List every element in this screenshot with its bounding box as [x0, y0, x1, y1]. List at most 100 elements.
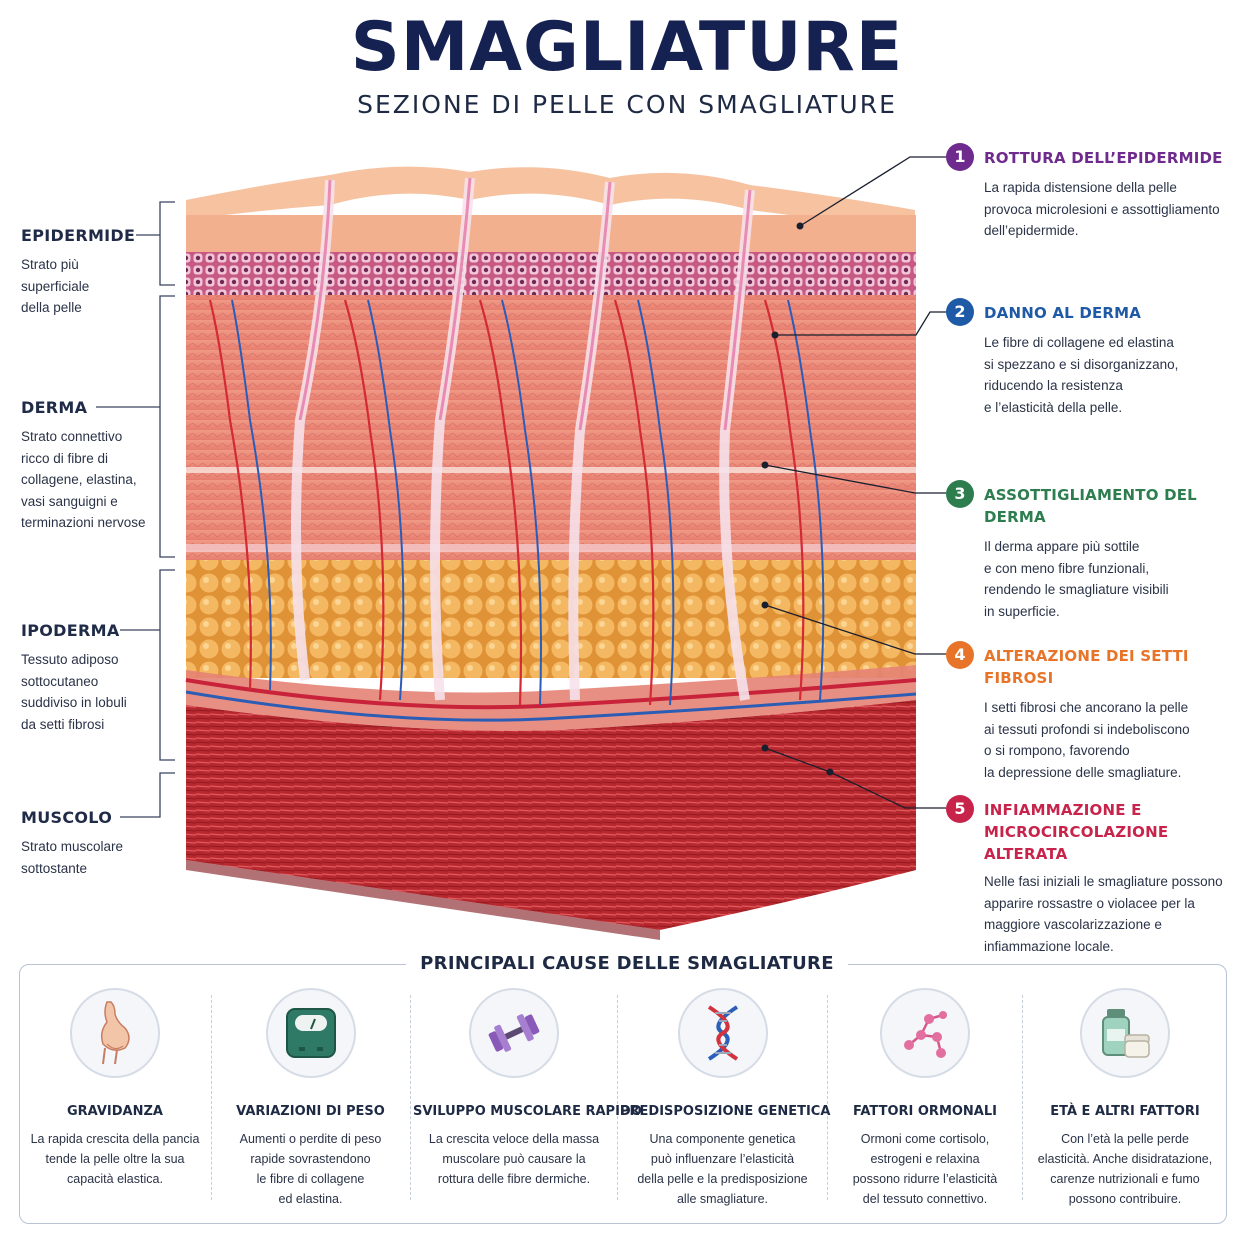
layer-description-line: da setti fibrosi	[21, 716, 105, 732]
callout-title: DANNO AL DERMA	[984, 298, 1246, 324]
callout-title-line: ALTERAZIONE DEI SETTI FIBROSI	[984, 647, 1189, 687]
cause-description-line: Con l’età la pelle perde	[1061, 1132, 1189, 1146]
callout-title: ALTERAZIONE DEI SETTI FIBROSI	[984, 641, 1246, 689]
callout-description: La rapida distensione della pelle provoc…	[984, 177, 1246, 242]
layer-description: Strato connettivo ricco di fibre di coll…	[21, 426, 171, 534]
callout-description-line: e con meno fibre funzionali,	[984, 560, 1150, 576]
callout-description: I setti fibrosi che ancorano la pelle ai…	[984, 697, 1246, 783]
callout-description-line: dell’epidermide.	[984, 223, 1079, 238]
cause-description-line: La rapida crescita della pancia	[30, 1132, 200, 1146]
layer-name: EPIDERMIDE	[21, 226, 136, 245]
cause-variazioni-peso: VARIAZIONI DI PESO Aumenti o perdite di …	[214, 988, 407, 1209]
callout-title-line: ROTTURA DELL’EPIDERMIDE	[984, 149, 1223, 167]
callout-title: ROTTURA DELL’EPIDERMIDE	[984, 143, 1246, 169]
callout-description-line: riducendo la resistenza	[984, 378, 1123, 393]
cause-description-line: La crescita veloce della massa	[428, 1132, 600, 1146]
cause-title: GRAVIDANZA	[67, 1104, 163, 1119]
cream-jar-icon	[1080, 988, 1170, 1078]
layer-description: Strato muscolare sottostante	[21, 836, 171, 879]
layer-description-line: della pelle	[21, 300, 82, 315]
pregnancy-icon	[70, 988, 160, 1078]
layer-description-line: Strato connettivo	[21, 429, 123, 444]
layer-description-line: ricco di fibre di	[21, 450, 109, 466]
cause-description: Ormoni come cortisolo, estrogeni e relax…	[830, 1129, 1020, 1209]
layer-label-muscolo: MUSCOLO Strato muscolare sottostante	[21, 808, 171, 879]
cause-description-line: ed elastina.	[278, 1192, 343, 1206]
callout-3: 3 ASSOTTIGLIAMENTO DEL DERMA Il derma ap…	[946, 480, 1246, 622]
callout-number-badge: 1	[946, 143, 974, 171]
callout-description: Il derma appare più sottile e con meno f…	[984, 536, 1246, 622]
cause-description-line: tende la pelle oltre la sua	[45, 1152, 185, 1166]
callout-description-line: ai tessuti profondi si indeboliscono	[984, 721, 1190, 737]
cause-description: Aumenti o perdite di peso rapide sovrast…	[214, 1129, 407, 1209]
causes-title: PRINCIPALI CAUSE DELLE SMAGLIATURE	[0, 953, 1254, 974]
callout-description-line: Nelle fasi iniziali le smagliature posso…	[984, 874, 1223, 889]
callout-title: ASSOTTIGLIAMENTO DEL DERMA	[984, 480, 1246, 528]
cause-description-line: rapide sovrastendono	[250, 1152, 371, 1166]
cause-description-line: alle smagliature.	[676, 1192, 768, 1206]
cause-description: Una componente genetica può influenzare …	[620, 1129, 825, 1209]
cause-description: La crescita veloce della massa muscolare…	[413, 1129, 615, 1189]
callout-description-line: o si rompono, favorendo	[984, 743, 1130, 758]
cause-sviluppo-muscolare: SVILUPPO MUSCOLARE RAPIDO La crescita ve…	[413, 988, 642, 1189]
layer-name: DERMA	[21, 398, 88, 417]
callout-4: 4 ALTERAZIONE DEI SETTI FIBROSI I setti …	[946, 641, 1246, 783]
callout-5: 5 INFIAMMAZIONE E MICROCIRCOLAZIONE ALTE…	[946, 795, 1246, 957]
cause-title: SVILUPPO MUSCOLARE RAPIDO	[413, 1104, 642, 1119]
cause-description-line: carenze nutrizionali e fumo	[1050, 1172, 1200, 1186]
cause-description-line: Aumenti o perdite di peso	[239, 1132, 382, 1146]
callout-title-line: MICROCIRCOLAZIONE ALTERATA	[984, 823, 1169, 863]
callout-number-badge: 4	[946, 641, 974, 669]
callout-description: Le fibre di collagene ed elastina si spe…	[984, 332, 1246, 418]
layer-label-ipoderma: IPODERMA Tessuto adiposo sottocutaneo su…	[21, 621, 171, 735]
callout-title-line: INFIAMMAZIONE E	[984, 801, 1142, 819]
cause-gravidanza: GRAVIDANZA La rapida crescita della panc…	[22, 988, 208, 1189]
callout-title-line: DANNO AL DERMA	[984, 304, 1142, 322]
cause-description-line: le fibre di collagene	[256, 1172, 365, 1186]
cause-description-line: muscolare può causare la	[442, 1152, 586, 1166]
cause-description-line: possono ridurre l’elasticità	[852, 1172, 998, 1186]
callout-description-line: apparire rossastre o violacee per la	[984, 895, 1195, 911]
callout-description-line: rendendo le smagliature visibili	[984, 582, 1169, 597]
page-subtitle: SEZIONE DI PELLE CON SMAGLIATURE	[357, 90, 897, 119]
cause-description-line: Ormoni come cortisolo,	[860, 1132, 990, 1146]
layer-description-line: terminazioni nervose	[21, 515, 146, 530]
layer-description-line: vasi sanguigni e	[21, 493, 118, 509]
layer-description-line: Tessuto adiposo	[21, 652, 119, 667]
callout-description-line: La rapida distensione della pelle	[984, 180, 1177, 195]
layer-name: IPODERMA	[21, 621, 120, 640]
layer-description-line: suddiviso in lobuli	[21, 695, 127, 710]
cause-title: FATTORI ORMONALI	[852, 1104, 997, 1119]
layer-name: MUSCOLO	[21, 808, 113, 827]
callout-description-line: provoca microlesioni e assottigliamento	[984, 201, 1220, 217]
callout-description-line: Il derma appare più sottile	[984, 539, 1140, 554]
layer-description: Strato più superficiale della pelle	[21, 254, 171, 319]
page-title: SMAGLIATURE	[350, 8, 904, 87]
cause-description-line: del tessuto connettivo.	[862, 1192, 988, 1206]
cause-divider	[1022, 995, 1023, 1200]
dna-icon	[677, 988, 768, 1078]
callout-number-badge: 2	[946, 298, 974, 326]
cause-description-line: capacità elastica.	[67, 1172, 163, 1186]
layer-description-line: collagene, elastina,	[21, 472, 137, 487]
cause-description-line: estrogeni e relaxina	[870, 1152, 980, 1166]
dumbbell-icon	[469, 988, 559, 1078]
cause-description-line: può influenzare l’elasticità	[650, 1152, 795, 1166]
callout-description-line: maggiore vascolarizzazione e	[984, 917, 1162, 932]
layer-description-line: Strato più	[21, 257, 79, 272]
cause-eta-altri-fattori: ETÀ E ALTRI FATTORI Con l’età la pelle p…	[1025, 988, 1225, 1209]
callout-description-line: I setti fibrosi che ancorano la pelle	[984, 700, 1189, 715]
cause-title: ETÀ E ALTRI FATTORI	[1050, 1104, 1200, 1119]
layer-description-line: sottocutaneo	[21, 673, 99, 689]
callout-description-line: e l’elasticità della pelle.	[984, 399, 1123, 415]
layer-label-derma: DERMA Strato connettivo ricco di fibre d…	[21, 398, 171, 534]
layer-description-line: superficiale	[21, 278, 90, 294]
cause-description-line: elasticità. Anche disidratazione,	[1037, 1152, 1213, 1166]
callout-description: Nelle fasi iniziali le smagliature posso…	[984, 871, 1246, 957]
callout-title: INFIAMMAZIONE E MICROCIRCOLAZIONE ALTERA…	[984, 795, 1246, 865]
cause-description-line: rottura delle fibre dermiche.	[437, 1172, 591, 1186]
cause-fattori-ormonali: FATTORI ORMONALI Ormoni come cortisolo, …	[830, 988, 1020, 1209]
layer-brackets	[96, 201, 175, 818]
scale-icon	[265, 988, 356, 1078]
